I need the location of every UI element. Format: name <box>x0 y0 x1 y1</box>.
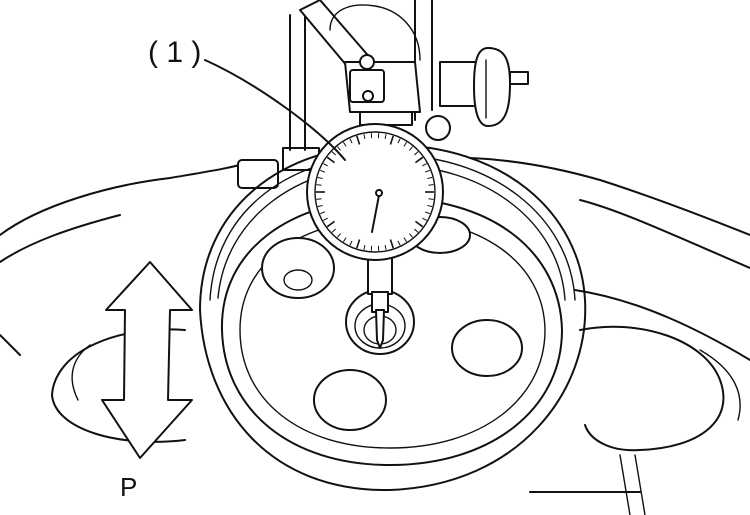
hole-upper-left <box>261 237 335 299</box>
gauge-tick <box>414 156 424 164</box>
gauge-tick <box>323 163 328 167</box>
gauge-face <box>314 131 436 253</box>
gauge-stand <box>299 0 529 141</box>
gauge-tick <box>403 141 408 147</box>
gauge-tick <box>342 141 347 147</box>
gauge-tick <box>409 233 413 238</box>
dial-gauge <box>306 123 444 261</box>
callout-label: ( 1 ) <box>148 36 201 69</box>
gauge-tick <box>326 220 336 228</box>
gauge-tick <box>331 151 336 156</box>
gauge-ticks <box>316 133 434 251</box>
direction-label: P <box>120 472 137 502</box>
gauge-tick <box>317 176 323 180</box>
gauge-bezel <box>306 123 444 261</box>
gauge-tick <box>403 237 408 243</box>
gauge-tick <box>356 135 361 145</box>
hole-lower <box>313 369 387 431</box>
gauge-tick <box>317 204 323 208</box>
gauge-tick <box>427 176 433 180</box>
gauge-tick <box>316 184 322 186</box>
gauge-tick <box>363 244 366 251</box>
gauge-tick <box>384 244 387 251</box>
gauge-tick <box>337 233 341 238</box>
gauge-tick <box>316 198 322 200</box>
gauge-tick <box>363 133 366 140</box>
gauge-needle <box>371 189 381 233</box>
gauge-tick <box>422 217 427 221</box>
gauge-tick <box>414 151 419 156</box>
gauge-tick <box>319 169 325 173</box>
gauge-tick <box>337 146 341 151</box>
gauge-tick <box>389 135 394 145</box>
gauge-tick <box>409 146 413 151</box>
support-bracket <box>237 0 433 189</box>
gauge-tick <box>414 228 419 233</box>
gauge-tick <box>331 228 336 233</box>
gauge-pivot <box>375 189 383 197</box>
gauge-tick <box>427 204 433 208</box>
gauge-tick <box>342 237 347 243</box>
gauge-tick <box>326 156 336 164</box>
gauge-tick <box>425 211 431 215</box>
gauge-tick <box>384 133 387 140</box>
gauge-tick <box>397 240 401 246</box>
gauge-tick <box>414 220 424 228</box>
right-bolt-boss <box>579 325 741 452</box>
gauge-tick <box>425 169 431 173</box>
gauge-tick <box>428 198 434 200</box>
gauge-tick <box>422 163 427 167</box>
gauge-tick <box>349 138 353 144</box>
gauge-tick <box>389 239 394 249</box>
gauge-tick <box>319 211 325 215</box>
gauge-tick <box>349 240 353 246</box>
direction-arrow <box>101 261 193 459</box>
gauge-tick <box>397 138 401 144</box>
callout-leader <box>204 59 346 161</box>
engine-housing <box>0 157 750 515</box>
gauge-tick <box>323 217 328 221</box>
gauge-tick <box>428 184 434 186</box>
gauge-tick <box>356 239 361 249</box>
hole-right <box>451 319 523 377</box>
